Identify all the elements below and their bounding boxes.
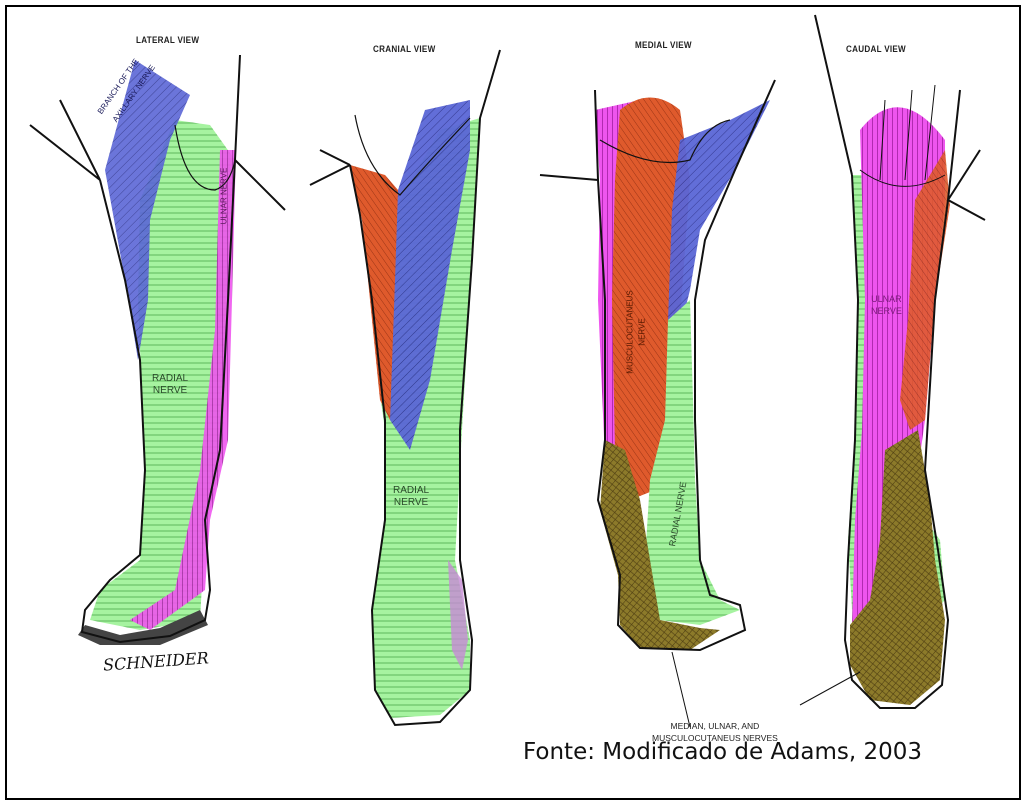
musculocutaneus-label: MUSCULOCUTANEUS NERVE	[625, 290, 649, 373]
radial-label-lateral: RADIAL NERVE	[152, 373, 188, 397]
source-credit: Fonte: Modificado de Adams, 2003	[523, 739, 922, 765]
lateral-view-limb	[30, 55, 285, 645]
ulnar-label-lateral: ULNAR NERVE	[218, 168, 230, 225]
pointer-line-caudal	[800, 672, 860, 705]
pointer-line-medial	[672, 652, 690, 727]
radial-label-cranial: RADIAL NERVE	[393, 485, 429, 509]
ulnar-label-caudal: ULNAR NERVE	[871, 293, 902, 317]
cranial-view-title: CRANIAL VIEW	[373, 44, 435, 54]
lateral-view-title: LATERAL VIEW	[136, 35, 199, 45]
medial-view-limb	[540, 80, 775, 650]
caudal-view-title: CAUDAL VIEW	[846, 44, 906, 54]
medial-view-title: MEDIAL VIEW	[635, 40, 692, 50]
cranial-view-limb	[310, 50, 500, 725]
caudal-view-limb	[815, 15, 985, 708]
